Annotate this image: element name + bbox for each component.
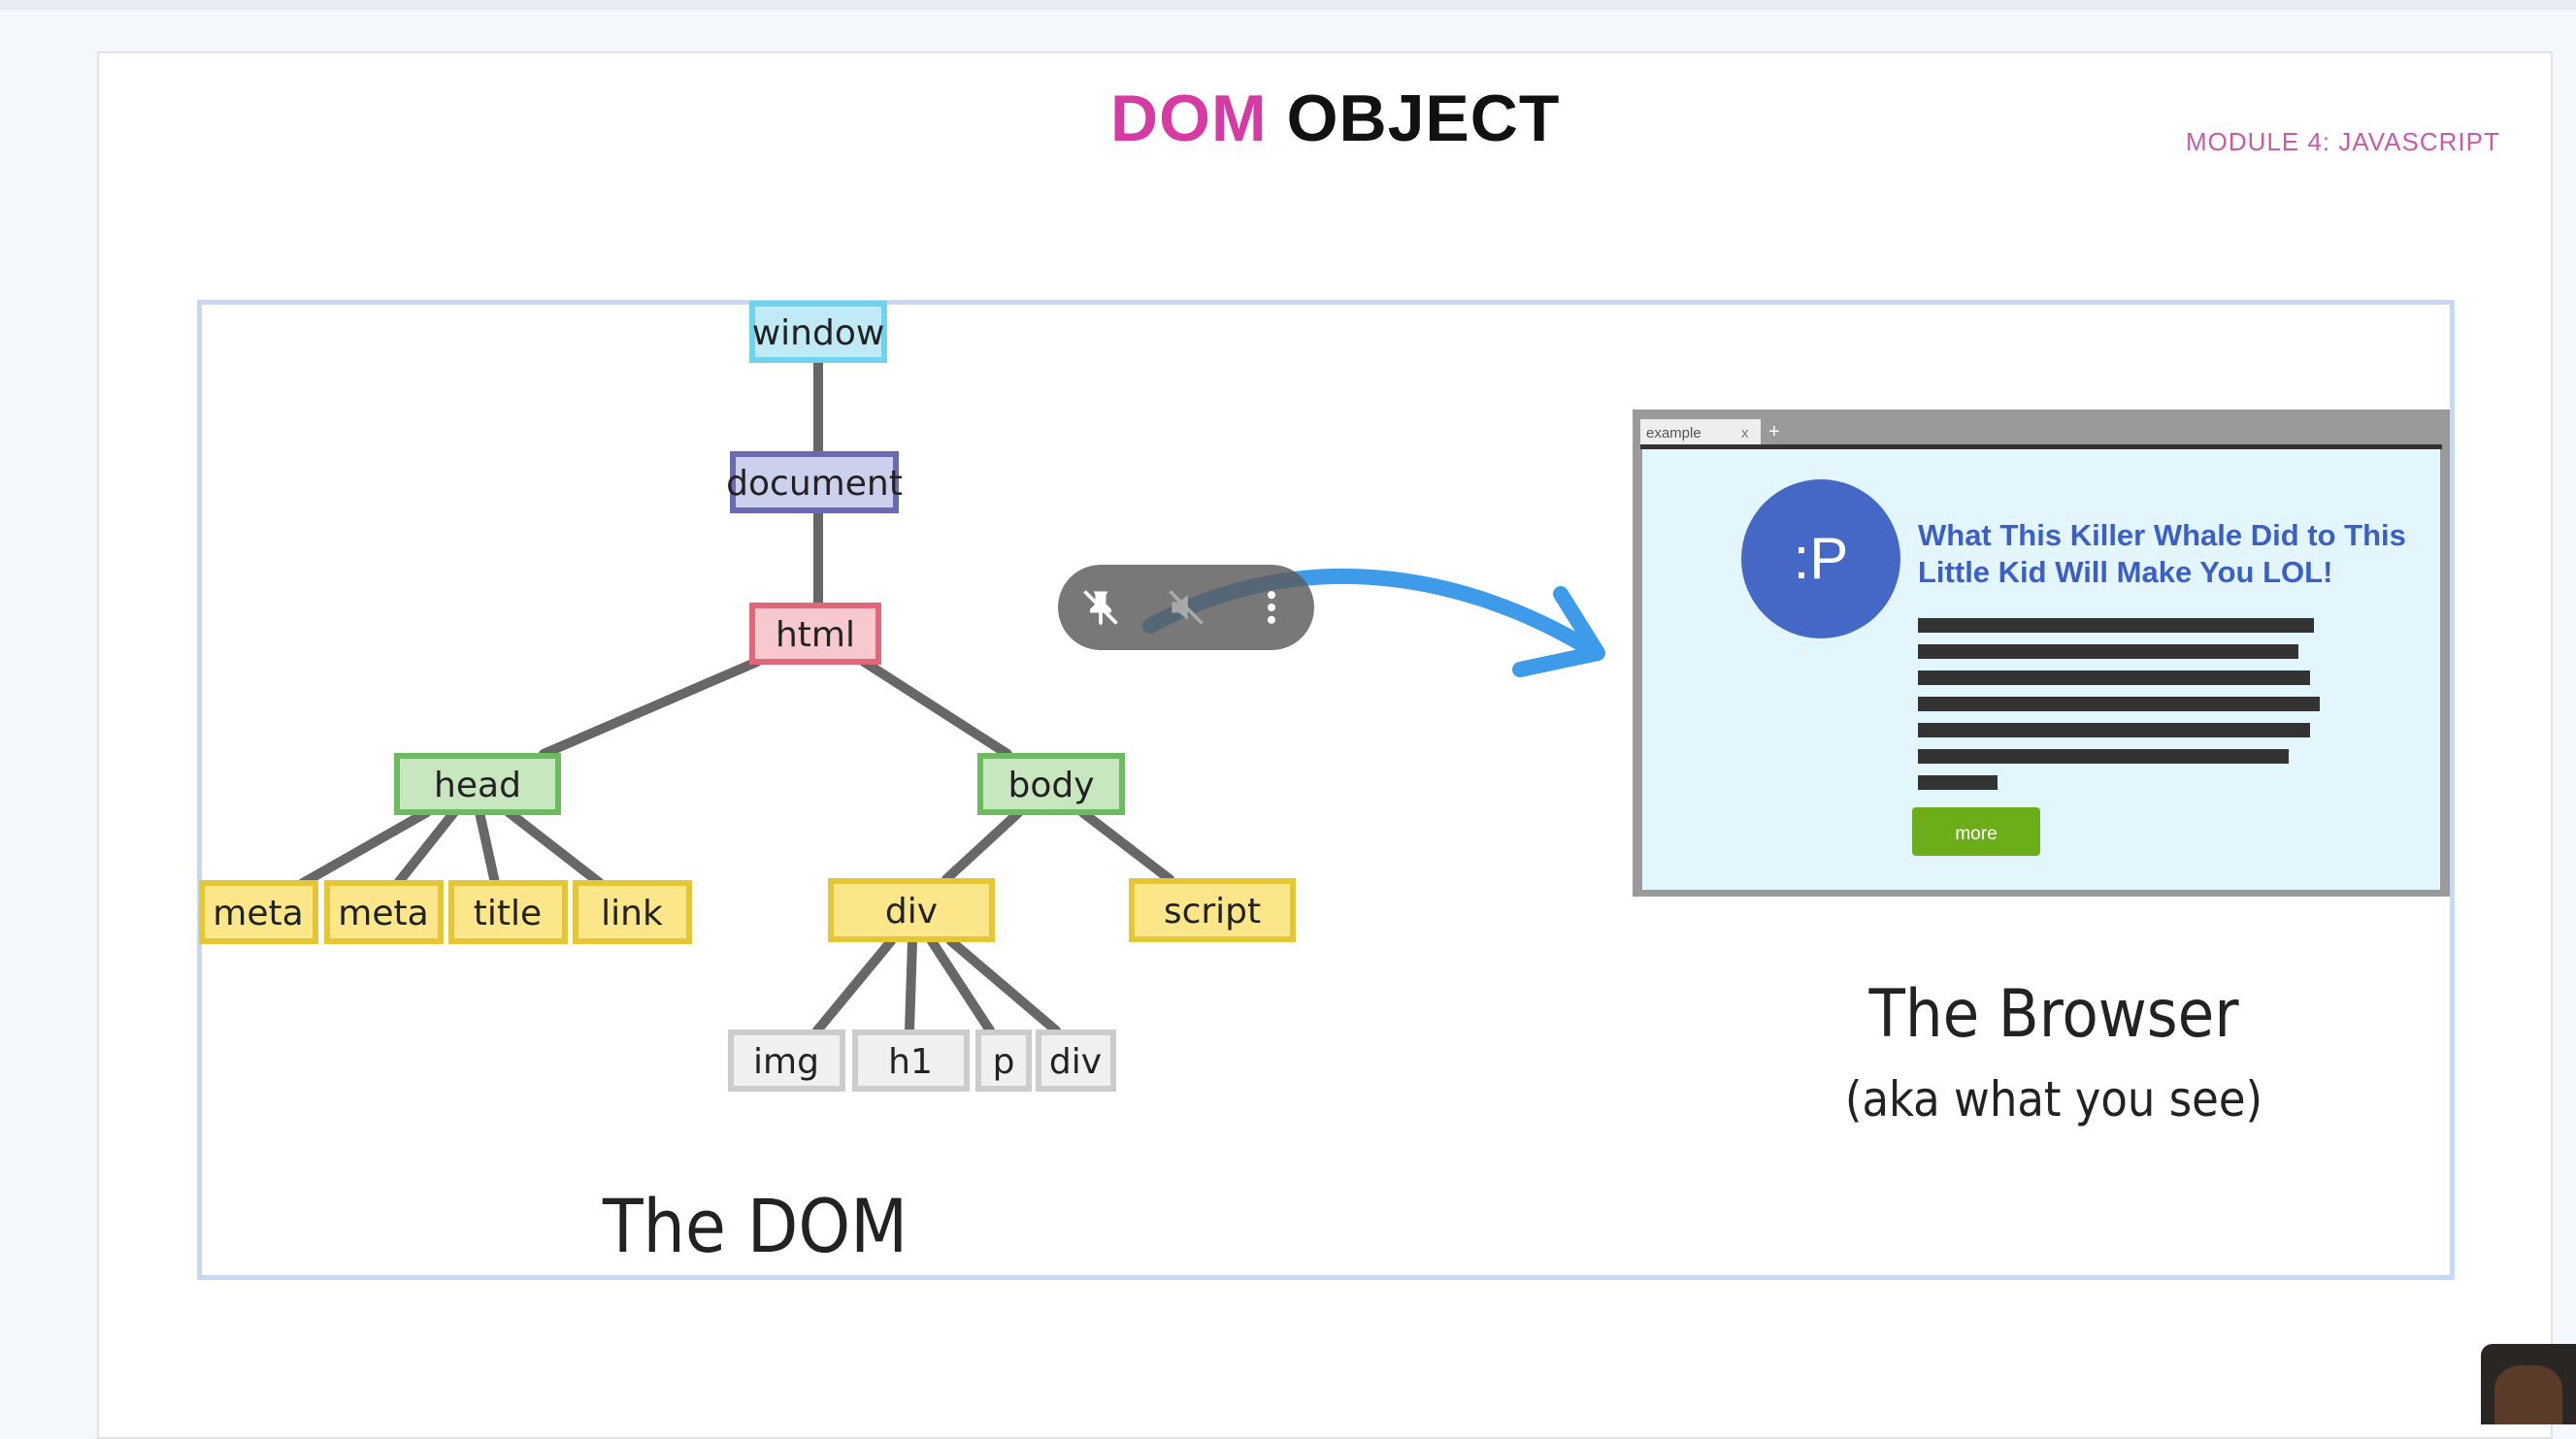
webcam-thumbnail[interactable] — [2481, 1344, 2576, 1424]
node-title: title — [448, 880, 568, 944]
volume-muted-icon[interactable] — [1157, 578, 1215, 637]
node-document-label: document — [726, 464, 903, 504]
browser-tab: example x — [1640, 419, 1761, 444]
tab-close-icon: x — [1741, 425, 1749, 442]
headline-line-1: What This Killer Whale Did to This — [1918, 518, 2406, 552]
node-title-label: title — [474, 894, 542, 933]
more-button-label: more — [1955, 824, 1997, 844]
node-img-label: img — [753, 1042, 819, 1082]
node-html: html — [749, 603, 881, 665]
browser-caption: The Browser — [1868, 976, 2240, 1053]
video-overlay-controls[interactable] — [1058, 565, 1314, 650]
slide-title: DOM OBJECT — [1110, 80, 1560, 157]
node-h1: h1 — [852, 1030, 970, 1092]
webcam-person — [2494, 1365, 2562, 1424]
node-p: p — [975, 1030, 1032, 1092]
headline-line-2: Little Kid Will Make You LOL! — [1918, 555, 2332, 589]
article-text-lines — [1918, 618, 2320, 790]
top-strip — [0, 0, 2576, 10]
browser-tab-label: example — [1646, 425, 1701, 442]
browser-subcaption: (aka what you see) — [1845, 1071, 2262, 1128]
pin-off-icon[interactable] — [1072, 578, 1130, 637]
node-div-label: div — [885, 892, 938, 932]
browser-window: example x + :P What This Killer Whale Di… — [1633, 409, 2450, 897]
tree-connectors — [298, 355, 1174, 1035]
node-div-2-label: div — [1049, 1042, 1102, 1082]
node-h1-label: h1 — [888, 1042, 933, 1082]
node-link: link — [573, 880, 692, 944]
more-vertical-icon[interactable] — [1242, 578, 1301, 637]
node-body-label: body — [1007, 766, 1094, 805]
node-window-label: window — [752, 313, 885, 353]
title-accent: DOM — [1110, 82, 1268, 155]
node-script-label: script — [1164, 892, 1261, 932]
node-img: img — [728, 1030, 845, 1092]
new-tab-icon: + — [1768, 421, 1780, 442]
node-meta-1-label: meta — [213, 894, 303, 933]
node-head: head — [394, 753, 561, 815]
avatar — [1741, 479, 1900, 638]
node-head-label: head — [434, 766, 521, 805]
node-html-label: html — [776, 615, 855, 655]
module-label: MODULE 4: JAVASCRIPT — [2186, 127, 2500, 156]
node-meta-1: meta — [199, 880, 318, 944]
more-button: more — [1912, 807, 2040, 856]
node-window: window — [749, 301, 887, 363]
title-rest: OBJECT — [1286, 82, 1561, 155]
dom-caption: The DOM — [602, 1183, 908, 1269]
node-meta-2: meta — [324, 880, 444, 944]
node-script: script — [1129, 878, 1296, 942]
node-meta-2-label: meta — [338, 894, 428, 933]
node-document: document — [726, 451, 903, 513]
node-link-label: link — [601, 894, 663, 933]
avatar-text: :P — [1794, 526, 1849, 591]
node-div-2: div — [1036, 1030, 1116, 1092]
node-body: body — [977, 753, 1125, 815]
node-p-label: p — [993, 1042, 1015, 1082]
node-div: div — [828, 878, 995, 942]
